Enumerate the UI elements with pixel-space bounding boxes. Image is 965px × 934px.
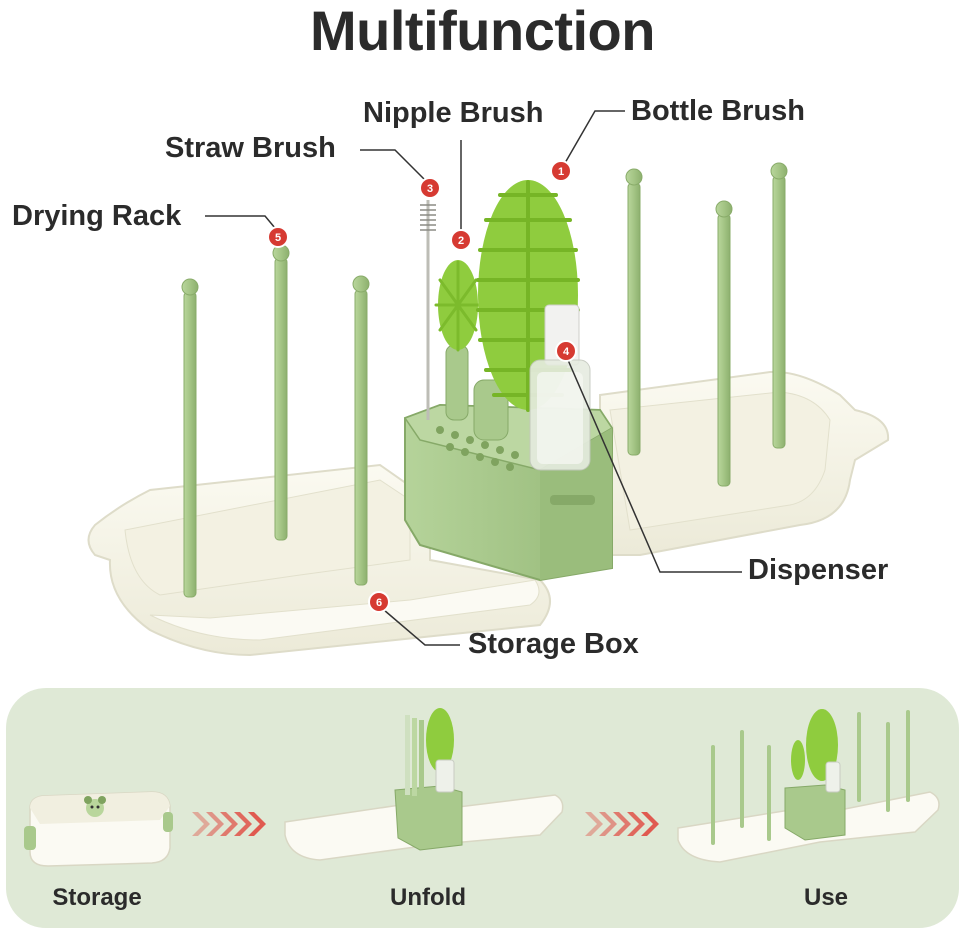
callout-straw-brush: Straw Brush bbox=[165, 132, 336, 164]
callout-nipple-brush: Nipple Brush bbox=[363, 97, 544, 129]
badge-2: 2 bbox=[450, 229, 472, 251]
rod bbox=[352, 275, 370, 586]
rod bbox=[770, 162, 788, 449]
brush-caddy bbox=[403, 403, 614, 582]
callout-drying-rack: Drying Rack bbox=[12, 200, 182, 232]
nipple-brush bbox=[434, 260, 482, 421]
svg-text:2: 2 bbox=[458, 235, 464, 247]
callout-dispenser: Dispenser bbox=[748, 554, 889, 586]
svg-text:1: 1 bbox=[558, 166, 564, 178]
badge-3: 3 bbox=[419, 177, 441, 199]
leader-lines bbox=[205, 110, 742, 646]
callout-storage-box: Storage Box bbox=[468, 628, 639, 660]
svg-text:4: 4 bbox=[563, 346, 570, 358]
drying-rack-illustration: 1 2 3 4 5 6 bbox=[87, 110, 890, 657]
rod bbox=[272, 244, 290, 541]
step-label-use: Use bbox=[803, 884, 849, 911]
rod bbox=[181, 278, 199, 598]
svg-text:3: 3 bbox=[427, 183, 433, 195]
callout-bottle-brush: Bottle Brush bbox=[631, 95, 805, 127]
rod bbox=[715, 200, 733, 487]
callout-badges: 1 2 3 4 5 6 bbox=[267, 160, 577, 613]
straw-brush bbox=[420, 200, 436, 420]
badge-1: 1 bbox=[550, 160, 572, 182]
drying-rods bbox=[181, 162, 788, 598]
step-label-unfold: Unfold bbox=[390, 884, 466, 911]
step-label-storage: Storage bbox=[52, 884, 142, 911]
svg-text:5: 5 bbox=[275, 232, 281, 244]
badge-4: 4 bbox=[555, 340, 577, 362]
right-tray bbox=[599, 370, 890, 556]
badge-6: 6 bbox=[368, 591, 390, 613]
badge-5: 5 bbox=[267, 226, 289, 248]
left-tray bbox=[87, 463, 551, 657]
svg-text:6: 6 bbox=[376, 597, 382, 609]
page-title: Multifunction bbox=[310, 0, 655, 62]
rod bbox=[625, 168, 643, 456]
